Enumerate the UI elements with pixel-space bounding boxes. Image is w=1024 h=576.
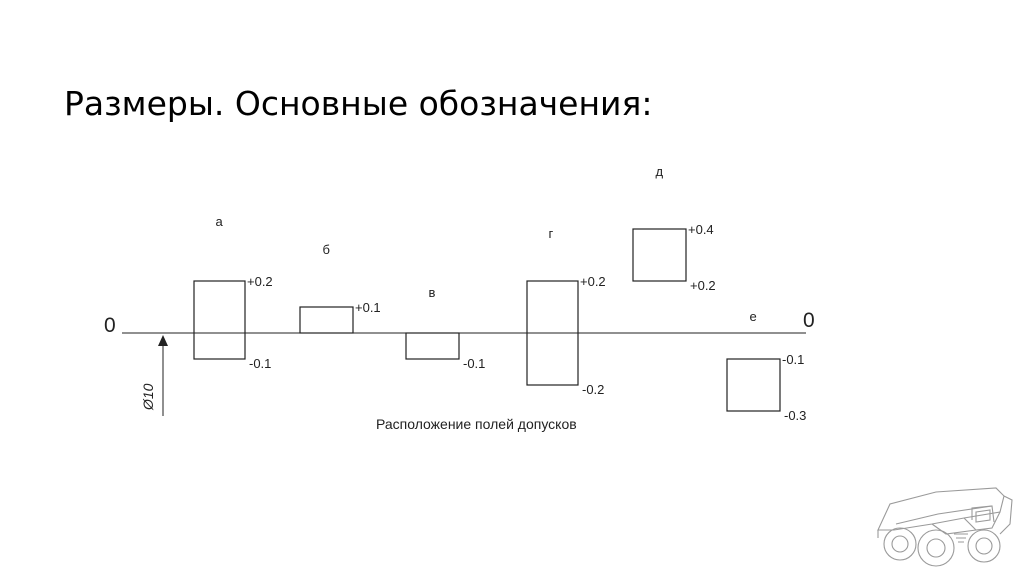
- upper-deviation-label: +0.2: [247, 274, 273, 289]
- upper-deviation-label: +0.1: [355, 300, 381, 315]
- tolerance-field: е -0.1 -0.3: [726, 309, 806, 423]
- tolerance-fields: а +0.2 -0.1 б +0.1 в -0.1 г +0.2 -0.2 д +0.4 +0.2 е -0…: [193, 164, 806, 423]
- mining-dump-truck-icon: [877, 487, 1013, 567]
- lower-deviation-label: -0.2: [582, 382, 604, 397]
- diameter-arrow-head: [158, 335, 168, 346]
- tolerance-field: б +0.1: [299, 242, 381, 334]
- lower-deviation-label: -0.3: [784, 408, 806, 423]
- zero-label-left: 0: [104, 314, 116, 337]
- field-letter: б: [323, 242, 330, 257]
- field-letter: г: [549, 226, 554, 241]
- tolerance-field: а +0.2 -0.1: [193, 214, 273, 371]
- zero-label-right: 0: [803, 309, 815, 332]
- lower-deviation-label: +0.2: [690, 278, 716, 293]
- tolerance-field-box: [193, 280, 246, 360]
- tolerance-field-box: [405, 332, 460, 360]
- field-letter: д: [656, 164, 664, 179]
- lower-deviation-label: -0.1: [249, 356, 271, 371]
- lower-deviation-label: -0.1: [463, 356, 485, 371]
- tolerance-field: г +0.2 -0.2: [526, 226, 606, 397]
- field-letter: в: [429, 285, 436, 300]
- tolerance-field-box: [299, 306, 354, 334]
- tolerance-field-box: [632, 228, 687, 282]
- diagram-caption: Расположение полей допусков: [376, 416, 577, 432]
- tolerance-field-box: [526, 280, 579, 386]
- upper-deviation-label: -0.1: [782, 352, 804, 367]
- diameter-label: Ø10: [140, 383, 156, 411]
- upper-deviation-label: +0.4: [688, 222, 714, 237]
- tolerance-field: д +0.4 +0.2: [632, 164, 716, 293]
- tolerance-field: в -0.1: [405, 285, 485, 371]
- upper-deviation-label: +0.2: [580, 274, 606, 289]
- slide-title: Размеры. Основные обозначения:: [64, 84, 653, 123]
- tolerance-field-box: [726, 358, 781, 412]
- field-letter: е: [750, 309, 757, 324]
- field-letter: а: [216, 214, 224, 229]
